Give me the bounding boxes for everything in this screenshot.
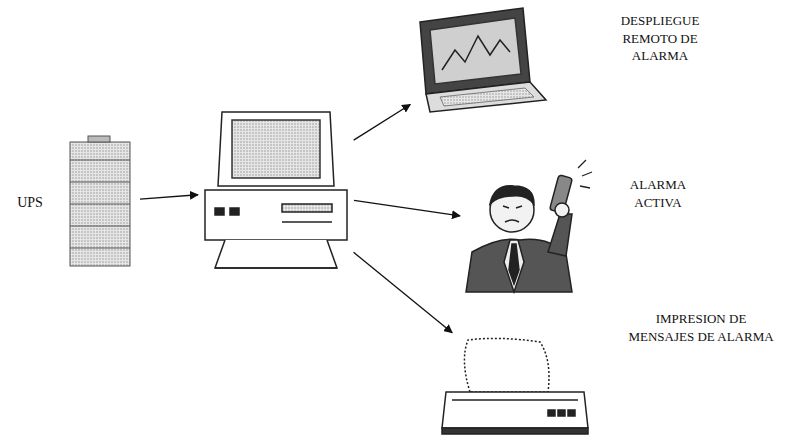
node-label: UPS <box>4 194 56 213</box>
computer-node <box>200 106 352 272</box>
arrow-connector <box>354 104 411 140</box>
arrow-connector <box>354 252 453 332</box>
node-label: IMPRESION DE MENSAJES DE ALARMA <box>628 310 774 345</box>
man-phone-icon <box>466 160 592 292</box>
node-label: DESPLIEGUE REMOTO DE ALARMA <box>596 12 724 65</box>
laptop-node: DESPLIEGUE REMOTO DE ALARMA <box>412 4 550 116</box>
laptop-icon <box>420 8 546 112</box>
node-label: ALARMA ACTIVA <box>608 176 708 211</box>
arrow-connector <box>140 195 198 199</box>
ups-cabinet <box>70 136 130 266</box>
ups-node: UPS <box>62 134 138 270</box>
printer-icon <box>442 338 588 434</box>
computer-icon <box>205 112 347 268</box>
alarm-node: ALARMA ACTIVA <box>462 156 596 296</box>
arrow-connector <box>354 200 460 216</box>
printer-node: IMPRESION DE MENSAJES DE ALARMA <box>438 334 592 434</box>
